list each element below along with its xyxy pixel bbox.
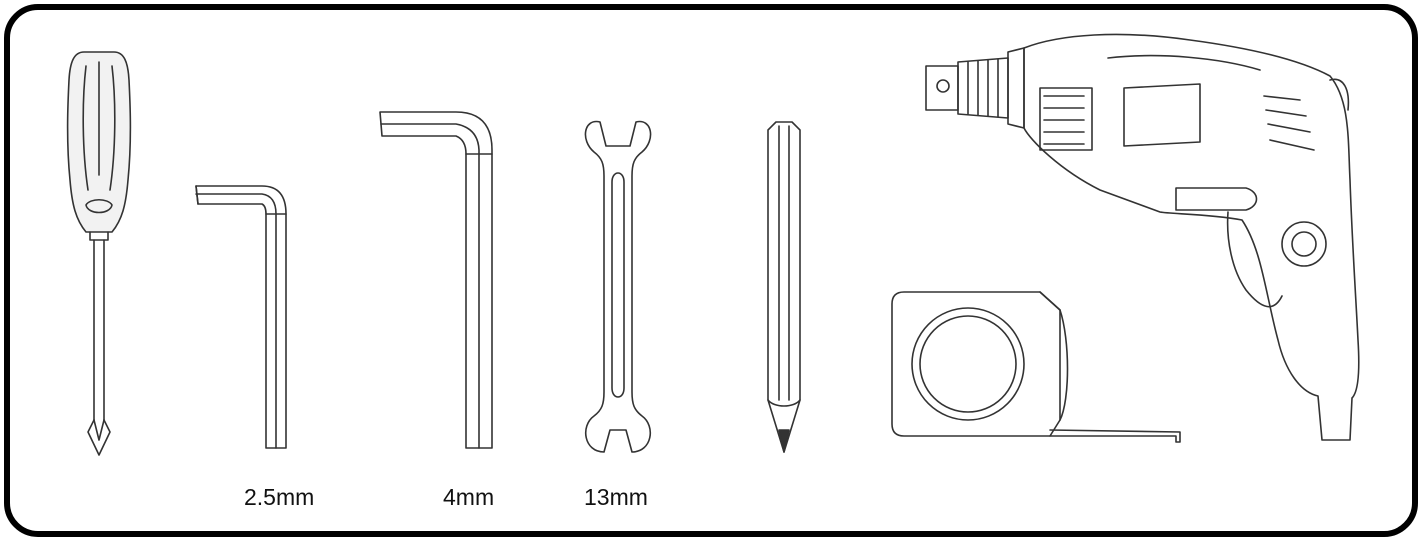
drill-icon [925,33,1360,441]
wrench-label: 13mm [584,484,648,510]
hex-key-large-label: 4mm [443,484,495,510]
pencil-icon [767,121,801,453]
hex-key-icon [195,185,287,449]
tool-panel-frame [4,4,1418,537]
hex-key-small-label: 2.5mm [244,484,315,510]
screwdriver-icon [66,51,132,456]
hex-key-icon [379,111,493,449]
wrench-icon [584,120,652,453]
tape-measure-icon [891,291,1181,443]
